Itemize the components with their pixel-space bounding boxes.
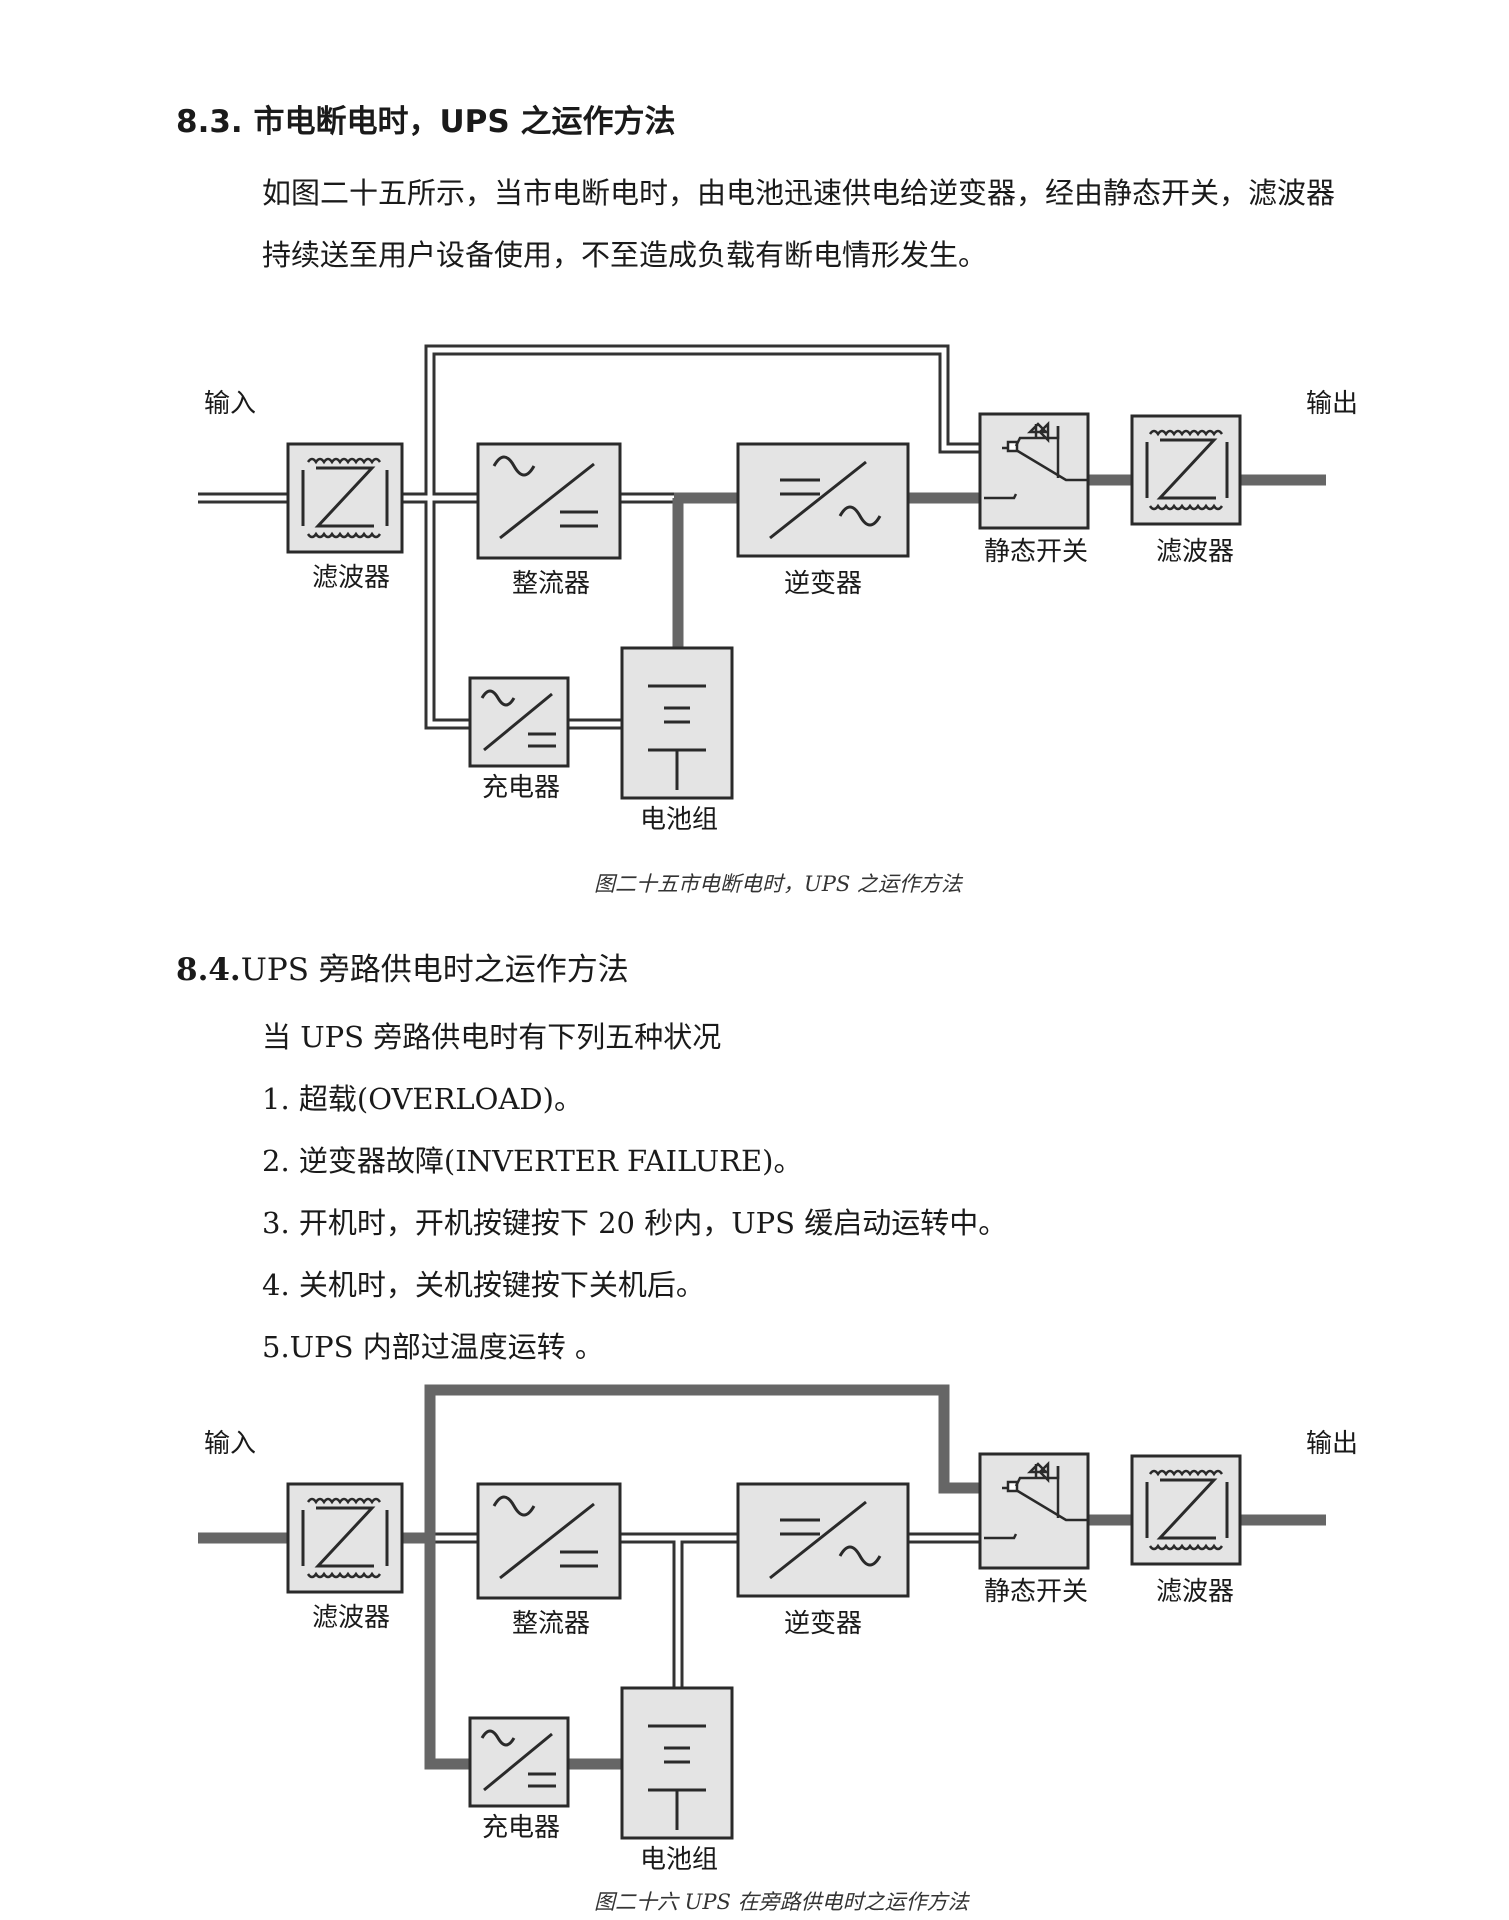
input-filter-block [286,1482,404,1594]
output-filter-label: 滤波器 [1156,537,1234,567]
section-8-3-heading: 8.3. 市电断电时，UPS 之运作方法 [176,104,676,140]
rectifier-block [476,1482,622,1600]
input-filter-block [286,442,404,554]
battery-label: 电池组 [640,1845,718,1875]
section-8-4-intro: 当 UPS 旁路供电时有下列五种状况 [262,1020,722,1054]
static-switch-block [978,412,1090,530]
charger-block [468,676,570,768]
inactive-paths [198,344,980,730]
rectifier-label: 整流器 [512,569,590,599]
charger-label: 充电器 [482,1813,560,1843]
active-paths [198,1384,1326,1770]
active-paths [672,474,1326,648]
output-label: 输出 [1306,1429,1358,1459]
output-filter-label: 滤波器 [1156,1577,1234,1607]
inverter-label: 逆变器 [784,569,862,599]
filter-icon [1145,1469,1229,1551]
figure-25-caption: 图二十五市电断电时，UPS 之运作方法 [594,872,962,896]
section-8-3-paragraph-line-2: 持续送至用户设备使用，不至造成负载有断电情形发生。 [262,238,988,272]
thyristor-switch-icon [984,420,1088,500]
inverter-block [736,1482,910,1598]
output-filter-block [1130,1454,1242,1566]
battery-icon [648,684,706,790]
rectifier-label: 整流器 [512,1609,590,1639]
static-switch-block [978,1452,1090,1570]
battery-block [620,1686,734,1840]
input-filter-label: 滤波器 [312,563,390,593]
charger-block [468,1716,570,1808]
battery-icon [648,1724,706,1830]
dc-ac-icon [769,1500,882,1580]
list-item: 1. 超载(OVERLOAD)。 [262,1082,583,1116]
section-8-4-title: UPS 旁路供电时之运作方法 [240,952,629,988]
figure-26-caption: 图二十六 UPS 在旁路供电时之运作方法 [594,1890,969,1914]
output-filter-block [1130,414,1242,526]
inverter-label: 逆变器 [784,1609,862,1639]
ac-dc-icon [492,455,598,540]
filter-icon [1145,429,1229,511]
filter-icon [301,457,389,539]
input-filter-label: 滤波器 [312,1603,390,1633]
list-item: 2. 逆变器故障(INVERTER FAILURE)。 [262,1144,803,1178]
section-8-4-heading: 8.4.UPS 旁路供电时之运作方法 [176,944,629,989]
battery-label: 电池组 [640,805,718,835]
list-item: 4. 关机时，关机按键按下关机后。 [262,1268,705,1302]
thyristor-switch-icon [984,1460,1088,1540]
diagram-battery-mode: 输入 输出 滤波器 整流器 逆变器 静态开关 滤波器 充电器 电池组 [198,344,1358,835]
input-label: 输入 [204,1429,256,1459]
section-8-3-paragraph-line-1: 如图二十五所示，当市电断电时，由电池迅速供电给逆变器，经由静态开关，滤波器 [262,176,1336,210]
diagram-bypass-mode: 输入 输出 滤波器 整流器 逆变器 静态开关 滤波器 充电器 电池组 [198,1384,1358,1875]
list-item: 5.UPS 内部过温度运转 。 [262,1330,604,1364]
rectifier-block [476,442,622,560]
ac-dc-icon [480,689,556,752]
charger-label: 充电器 [482,773,560,803]
static-switch-label: 静态开关 [984,1577,1088,1607]
list-item: 3. 开机时，开机按键按下 20 秒内，UPS 缓启动运转中。 [262,1206,1008,1240]
filter-icon [301,1497,389,1579]
ac-dc-icon [492,1495,598,1580]
dc-ac-icon [769,460,882,540]
section-8-4-number: 8.4. [176,952,241,988]
ac-dc-icon [480,1729,556,1792]
inverter-block [736,442,910,558]
battery-block [620,646,734,800]
output-label: 输出 [1306,389,1358,419]
input-label: 输入 [204,389,256,419]
static-switch-label: 静态开关 [984,537,1088,567]
